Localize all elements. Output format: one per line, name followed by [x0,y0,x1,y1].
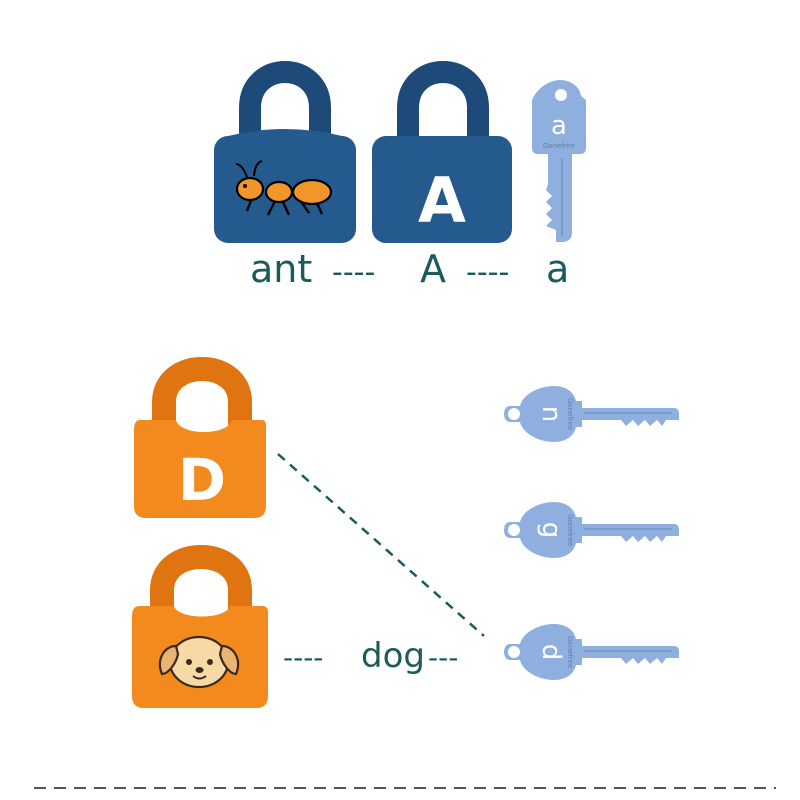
key-letter: a [551,111,567,141]
padlock-ant [214,61,356,243]
letter-lower: a [546,247,569,291]
dog-icon [158,635,240,689]
key-brand: Gonefree [566,398,574,430]
key-letter-a: a Gonefree [532,80,586,242]
word-dog: dog [361,636,425,676]
lock-letter: A [418,164,466,237]
key-letter: n [536,406,566,422]
key-brand: Gonefree [566,514,574,546]
word-ant: ant [250,247,312,291]
key-letter-g: g Gonefree [503,501,680,559]
key-brand: Gonefree [543,142,575,150]
padlock-letter-a: A [372,61,512,243]
top-labels: ant ---- A ---- a [250,247,569,291]
key-letter: d [536,644,566,661]
dash-1: ---- [332,255,375,290]
dash-right: --- [428,641,458,674]
lock-letter: D [178,446,226,514]
key-letter-n: n Gonefree [503,385,680,443]
dash-2: ---- [466,255,509,290]
bottom-labels: ---- dog --- [283,636,458,676]
key-letter: g [536,522,566,539]
dash-left: ---- [283,641,323,674]
key-letter-d: d Gonefree [503,623,680,681]
padlock-dog [132,545,268,708]
padlock-letter-d: D [134,357,266,518]
key-brand: Gonefree [566,636,574,668]
letter-upper: A [420,247,446,291]
ant-icon [235,160,333,216]
match-line [277,453,485,637]
